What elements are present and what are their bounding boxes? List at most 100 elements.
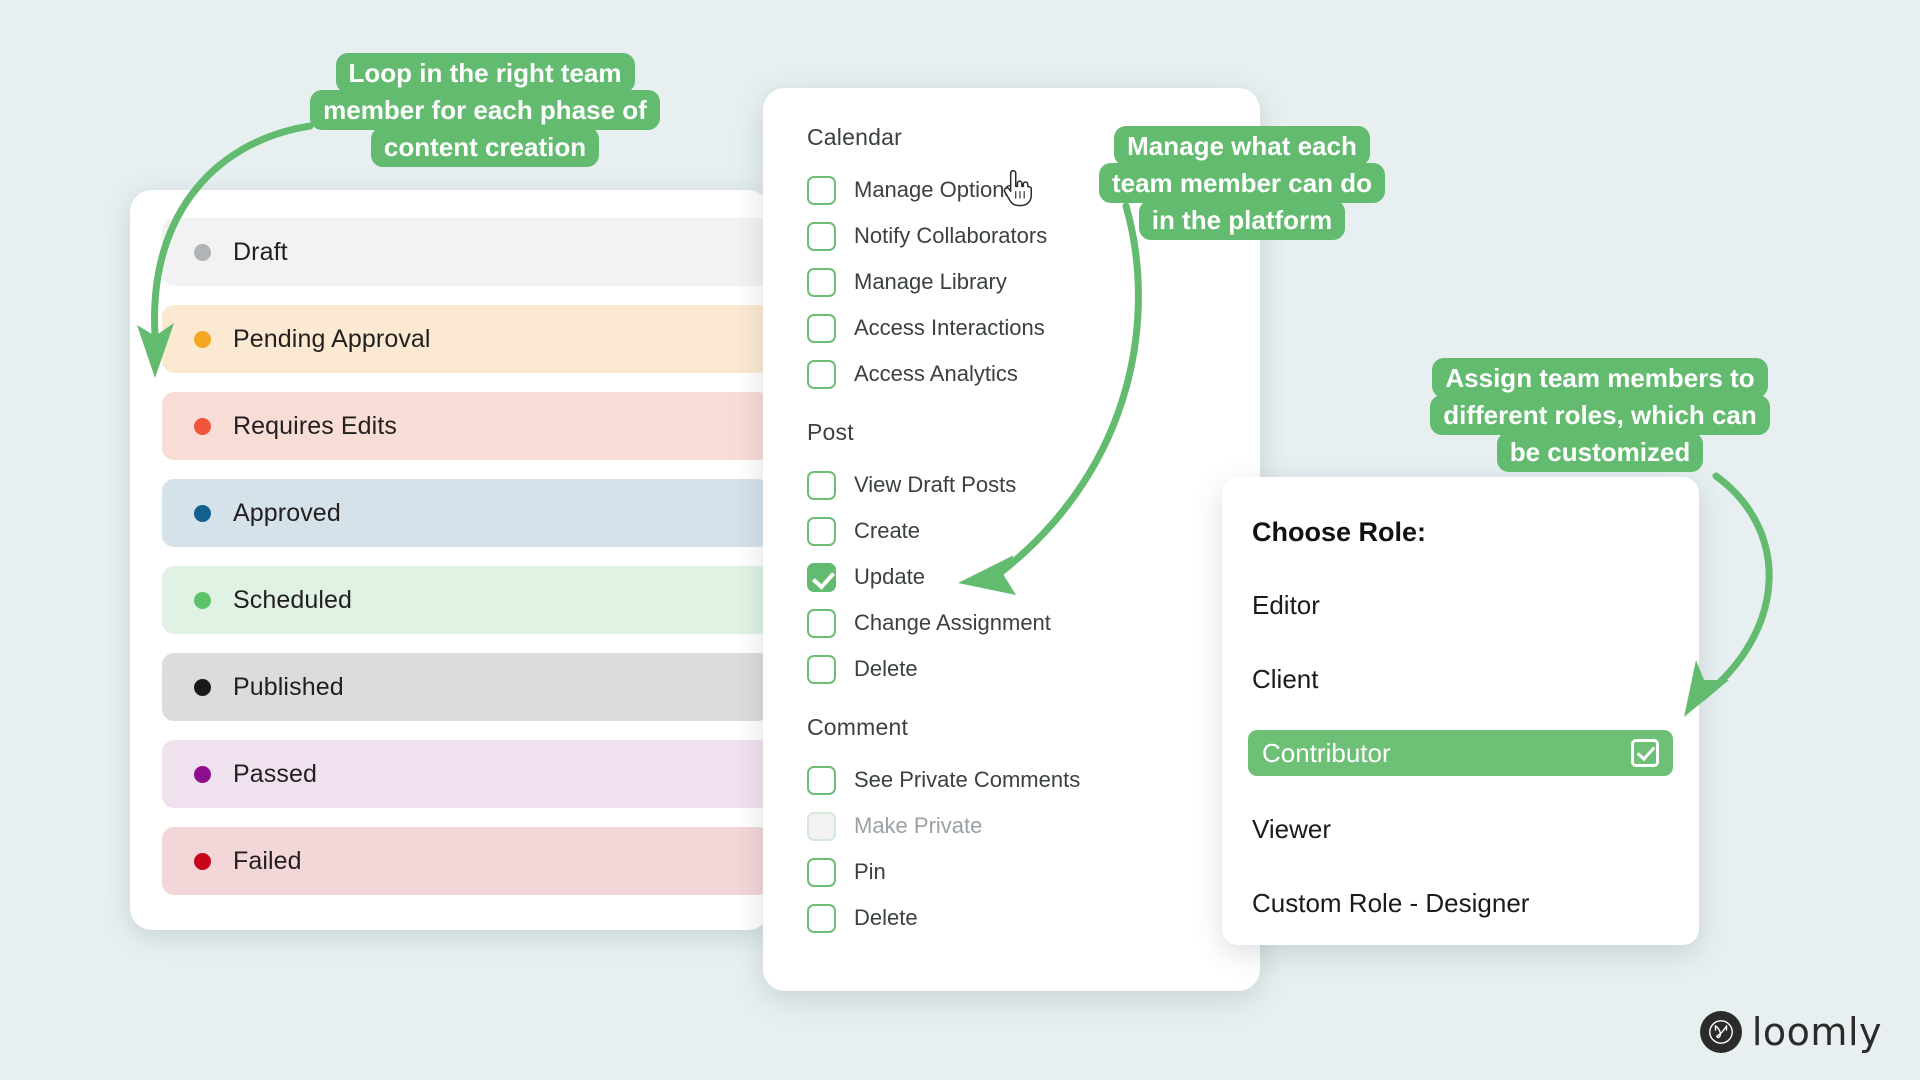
role-option[interactable]: Custom Role - Designer <box>1248 880 1673 926</box>
permission-item[interactable]: Manage Library <box>807 259 1216 305</box>
role-option-label: Custom Role - Designer <box>1252 887 1530 918</box>
permission-item[interactable]: Delete <box>807 646 1216 692</box>
status-dot-icon <box>194 591 211 609</box>
permission-label: See Private Comments <box>854 767 1081 792</box>
permission-label: Delete <box>854 656 918 681</box>
permission-item[interactable]: Change Assignment <box>807 600 1216 646</box>
permission-label: Access Interactions <box>854 315 1045 340</box>
permission-label: View Draft Posts <box>854 472 1017 497</box>
permission-label: Make Private <box>854 813 983 838</box>
permission-item[interactable]: See Private Comments <box>807 757 1216 803</box>
arrow-to-update-checkbox <box>958 202 1142 595</box>
permission-label: Manage Options <box>854 177 1016 202</box>
status-label: Pending Approval <box>233 324 431 353</box>
permission-label: Delete <box>854 905 918 930</box>
callout-1-text: Loop in the right team member for each p… <box>310 53 660 167</box>
permission-group-title: Calendar <box>807 124 902 150</box>
permission-item[interactable]: View Draft Posts <box>807 462 1216 508</box>
role-option[interactable]: Viewer <box>1248 806 1673 852</box>
pointing-hand-cursor <box>1003 170 1032 207</box>
permission-label: Access Analytics <box>854 361 1018 386</box>
checkbox-icon <box>807 811 836 841</box>
status-row[interactable]: Scheduled <box>162 566 770 634</box>
status-row[interactable]: Approved <box>162 479 770 547</box>
permission-item[interactable]: Access Analytics <box>807 351 1216 397</box>
permission-item[interactable]: Update <box>807 554 1216 600</box>
permission-label: Change Assignment <box>854 610 1051 635</box>
role-selected-check-icon <box>1631 739 1659 767</box>
role-option[interactable]: Contributor <box>1248 730 1673 776</box>
loomly-logo: loomly <box>1699 1010 1882 1054</box>
loomly-cat-icon <box>1699 1011 1742 1053</box>
status-row[interactable]: Pending Approval <box>162 305 770 373</box>
status-dot-icon <box>194 417 211 435</box>
checkbox-icon[interactable] <box>807 313 836 343</box>
status-dot-icon <box>194 504 211 522</box>
status-row[interactable]: Draft <box>162 218 770 286</box>
permission-group-title: Post <box>807 419 854 445</box>
permission-item[interactable]: Delete <box>807 895 1216 941</box>
callout-3-text: Assign team members to different roles, … <box>1430 358 1770 472</box>
checkbox-icon[interactable] <box>807 175 836 205</box>
permission-label: Notify Collaborators <box>854 223 1048 248</box>
status-label: Passed <box>233 759 317 788</box>
status-dot-icon <box>194 678 211 696</box>
role-option-label: Editor <box>1252 589 1320 620</box>
permission-label: Pin <box>854 859 886 884</box>
permission-label: Create <box>854 518 921 543</box>
status-label: Failed <box>233 846 302 875</box>
role-option[interactable]: Client <box>1248 656 1673 702</box>
checkbox-icon[interactable] <box>807 221 836 251</box>
checkbox-icon[interactable] <box>807 857 836 887</box>
status-row[interactable]: Failed <box>162 827 770 895</box>
status-row[interactable]: Requires Edits <box>162 392 770 460</box>
role-option-label: Client <box>1252 663 1319 694</box>
status-dot-icon <box>194 852 211 870</box>
status-row[interactable]: Passed <box>162 740 770 808</box>
status-dot-icon <box>194 243 211 261</box>
status-row[interactable]: Published <box>162 653 770 721</box>
callout-loop-in-team: Loop in the right team member for each p… <box>300 53 670 167</box>
arrow-to-contributor-role <box>1684 472 1773 717</box>
checkbox-icon[interactable] <box>807 608 836 638</box>
callout-assign-roles: Assign team members to different roles, … <box>1430 358 1770 472</box>
permission-item[interactable]: Manage Options <box>807 167 1216 213</box>
permission-item[interactable]: Access Interactions <box>807 305 1216 351</box>
checkbox-icon[interactable] <box>807 516 836 546</box>
checkbox-icon[interactable] <box>807 903 836 933</box>
permission-label: Manage Library <box>854 269 1007 294</box>
permission-label: Update <box>854 564 925 589</box>
status-label: Scheduled <box>233 585 353 614</box>
status-label: Draft <box>233 237 288 266</box>
status-label: Approved <box>233 498 341 527</box>
callout-manage-permissions: Manage what each team member can do in t… <box>1092 126 1392 240</box>
permission-item[interactable]: Notify Collaborators <box>807 213 1216 259</box>
permission-item[interactable]: Pin <box>807 849 1216 895</box>
callout-2-text: Manage what each team member can do in t… <box>1098 126 1386 240</box>
permission-item: Make Private <box>807 803 1216 849</box>
status-label: Requires Edits <box>233 411 397 440</box>
role-option[interactable]: Editor <box>1248 582 1673 628</box>
role-option-label: Viewer <box>1252 813 1332 844</box>
checkbox-checked-icon[interactable] <box>807 562 836 592</box>
loomly-wordmark: loomly <box>1751 1010 1882 1054</box>
checkbox-icon[interactable] <box>807 765 836 795</box>
checkbox-icon[interactable] <box>807 470 836 500</box>
permission-item[interactable]: Create <box>807 508 1216 554</box>
role-option-label: Contributor <box>1262 737 1391 768</box>
permission-group-title: Comment <box>807 714 909 740</box>
choose-role-title: Choose Role: <box>1252 517 1427 547</box>
checkbox-icon[interactable] <box>807 359 836 389</box>
status-dot-icon <box>194 765 211 783</box>
checkbox-icon[interactable] <box>807 267 836 297</box>
checkbox-icon[interactable] <box>807 654 836 684</box>
